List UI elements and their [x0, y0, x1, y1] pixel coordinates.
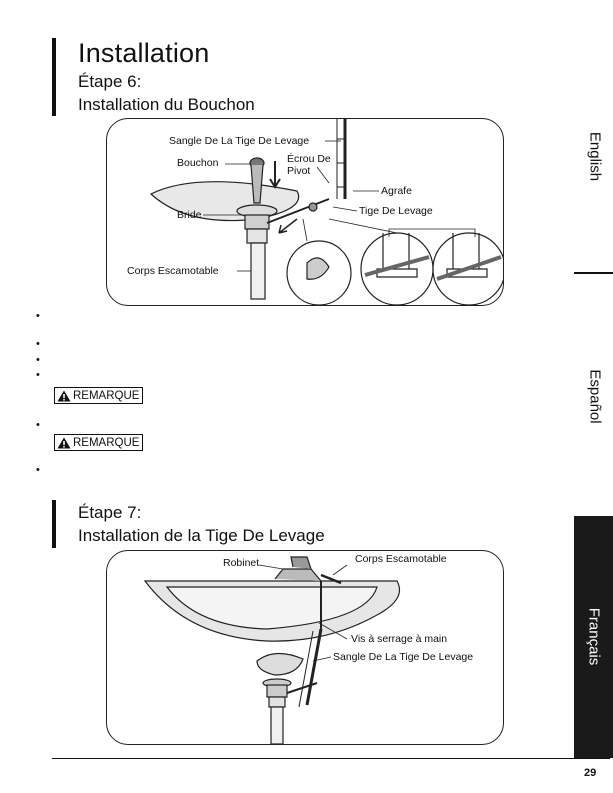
step6-section-title: Installation du Bouchon: [78, 95, 255, 114]
warning-icon: [57, 390, 71, 401]
tab-divider-english: [574, 272, 613, 274]
stopper-illustration: [149, 119, 503, 305]
bullet-5: •: [36, 419, 40, 431]
bullet-4: •: [36, 369, 40, 381]
bullet-1: •: [36, 310, 40, 322]
warning-icon: [57, 437, 71, 448]
callout-clip: Agrafe: [381, 185, 412, 197]
callout-body: Corps Escamotable: [127, 265, 219, 277]
bullet-6: •: [36, 464, 40, 476]
notice-label-1: REMARQUE: [73, 389, 140, 402]
callout-stopper: Bouchon: [177, 157, 219, 169]
callout-nut-line1: Écrou De: [287, 153, 331, 165]
callout-body-7: Corps Escamotable: [355, 553, 447, 565]
callout-flange: Bride: [177, 209, 202, 221]
tab-espanol[interactable]: Español: [586, 369, 604, 424]
callout-faucet: Robinet: [223, 557, 260, 569]
page-number: 29: [584, 767, 597, 779]
callout-screw: Vis à serrage à main: [351, 633, 448, 645]
tab-english[interactable]: English: [586, 131, 604, 182]
notice-badge-1: REMARQUE: [54, 387, 144, 404]
step7-label: Étape 7:: [78, 503, 142, 522]
step6-label: Étape 6:: [78, 72, 142, 91]
notice-badge-2: REMARQUE: [54, 434, 144, 451]
callout-strap: Sangle De La Tige De Levage: [169, 135, 310, 147]
heading-bar: [52, 38, 56, 116]
stopper-installation-figure: Sangle De La Tige De Levage Bouchon Écro…: [106, 118, 504, 306]
step7-heading-bar: [52, 500, 56, 548]
bullet-2: •: [36, 338, 40, 350]
tab-francais[interactable]: Français: [585, 607, 603, 666]
lift-rod-installation-figure: Robinet Corps Escamotable Vis à serrage …: [106, 550, 504, 745]
step7-section-title: Installation de la Tige De Levage: [78, 526, 325, 545]
callout-rod: Tige De Levage: [359, 205, 433, 217]
notice-label-2: REMARQUE: [73, 436, 140, 449]
tab-francais-bg[interactable]: [574, 516, 613, 758]
bullet-3: •: [36, 354, 40, 366]
page-title: Installation: [78, 38, 210, 68]
callout-nut-line2: Pivot: [287, 165, 311, 177]
footer-rule: [52, 758, 610, 760]
callout-strap-7: Sangle De La Tige De Levage: [333, 651, 474, 663]
lift-rod-illustration: [143, 556, 401, 744]
